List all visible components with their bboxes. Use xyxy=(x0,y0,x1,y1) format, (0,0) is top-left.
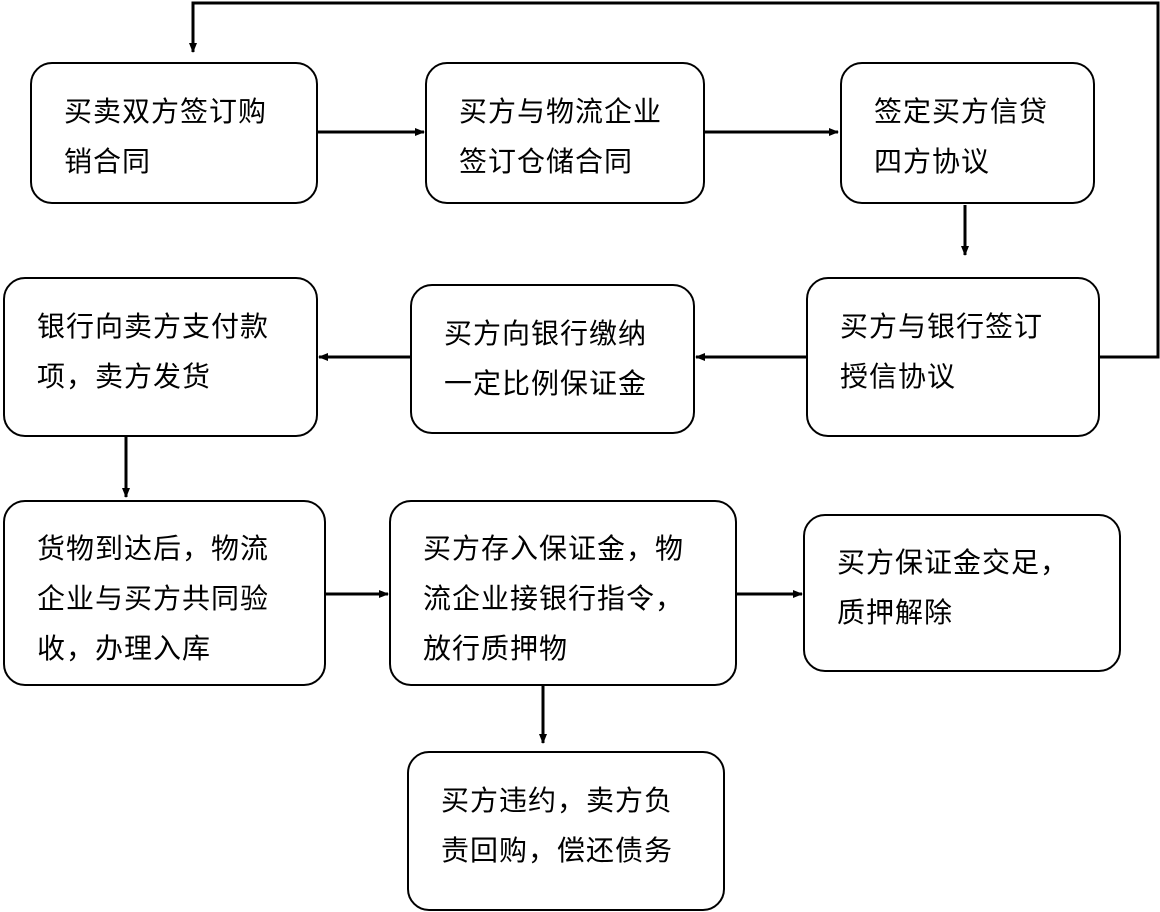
node-sign-credit-agreement: 买方与银行签订 授信协议 xyxy=(806,277,1100,437)
node-goods-arrive: 货物到达后，物流 企业与买方共同验 收，办理入库 xyxy=(3,500,326,686)
node-text-line: 收，办理入库 xyxy=(37,632,212,665)
node-text-line: 买方存入保证金，物 xyxy=(423,532,685,565)
node-text-line: 签定买方信贷 xyxy=(874,95,1049,128)
node-sign-purchase-contract: 买卖双方签订购 销合同 xyxy=(30,62,318,204)
node-text-line: 买方向银行缴纳 xyxy=(444,317,648,350)
node-text-line: 责回购，偿还债务 xyxy=(441,834,674,867)
node-text-line: 授信协议 xyxy=(840,360,957,393)
node-release-goods: 买方存入保证金，物 流企业接银行指令， 放行质押物 xyxy=(389,500,737,686)
node-buyer-default: 买方违约，卖方负 责回购，偿还债务 xyxy=(407,751,725,911)
node-text-line: 四方协议 xyxy=(874,145,991,178)
node-text-line: 买方与银行签订 xyxy=(840,310,1044,343)
node-sign-storage-contract: 买方与物流企业 签订仓储合同 xyxy=(425,62,705,204)
node-pay-deposit: 买方向银行缴纳 一定比例保证金 xyxy=(410,284,695,434)
node-text-line: 买方违约，卖方负 xyxy=(441,784,674,817)
node-text-line: 买方与物流企业 xyxy=(459,95,663,128)
node-text-line: 买卖双方签订购 xyxy=(64,95,268,128)
node-text-line: 流企业接银行指令， xyxy=(423,582,685,615)
node-text-line: 买方保证金交足， xyxy=(837,546,1070,579)
node-text-line: 项，卖方发货 xyxy=(37,360,212,393)
node-sign-four-party-agreement: 签定买方信贷 四方协议 xyxy=(840,62,1095,204)
node-text-line: 签订仓储合同 xyxy=(459,145,634,178)
node-text-line: 质押解除 xyxy=(837,596,954,629)
arrow-loop-back xyxy=(189,1,1160,359)
node-text-line: 销合同 xyxy=(64,145,152,178)
node-bank-pays-seller: 银行向卖方支付款 项，卖方发货 xyxy=(3,277,318,437)
node-pledge-released: 买方保证金交足， 质押解除 xyxy=(803,514,1121,672)
node-text-line: 放行质押物 xyxy=(423,632,569,665)
node-text-line: 企业与买方共同验 xyxy=(37,582,270,615)
node-text-line: 银行向卖方支付款 xyxy=(37,310,270,343)
node-text-line: 货物到达后，物流 xyxy=(37,532,270,565)
node-text-line: 一定比例保证金 xyxy=(444,367,648,400)
